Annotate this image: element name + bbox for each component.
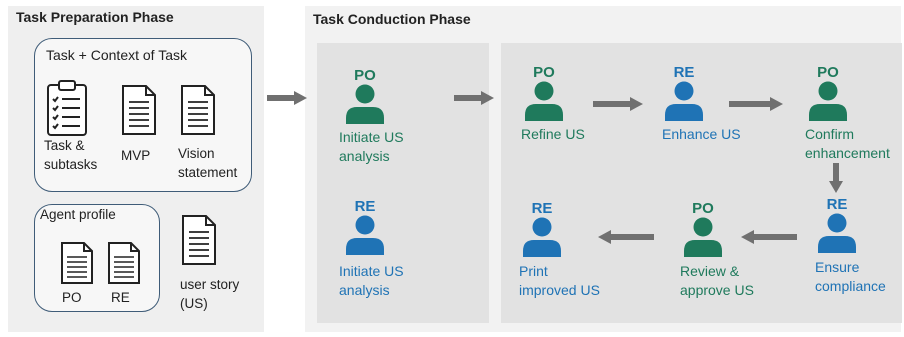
print-label-2: improved US [519,282,600,298]
person-icon [346,215,384,255]
confirm-label-2: enhancement [805,145,890,161]
review-label-1: Review & [680,263,740,279]
user-story-label-2: (US) [180,296,208,311]
vision-label-1: Vision [178,146,215,161]
document-icon [182,215,216,265]
role-re-label: RE [673,64,695,81]
enhance-us-label: Enhance US [662,126,741,142]
prep-phase-title: Task Preparation Phase [16,9,174,25]
role-re-label: RE [531,200,553,217]
document-icon [61,242,93,284]
person-icon [818,213,856,253]
document-icon [122,85,156,135]
person-icon [525,81,563,121]
person-icon [523,217,561,257]
print-label-1: Print [519,263,548,279]
agent-re-label: RE [111,290,130,305]
initiate-re-label-1: Initiate US [339,263,404,279]
conduction-phase-title: Task Conduction Phase [313,11,471,27]
clipboard-icon [47,80,87,136]
person-icon [346,84,384,124]
review-label-2: approve US [680,282,754,298]
mvp-label: MVP [121,148,151,163]
ensure-label-2: compliance [815,278,886,294]
arrow-left-icon [741,230,797,244]
arrow-right-icon [593,97,643,111]
initiate-po-label-1: Initiate US [339,129,404,145]
vision-label-2: statement [178,165,238,180]
document-icon [181,85,215,135]
role-po-label: PO [533,64,555,81]
refine-us-label: Refine US [521,126,585,142]
initiate-re-label-2: analysis [339,282,390,298]
arrow-right-icon [267,91,307,105]
task-subtasks-label-2: subtasks [44,157,98,172]
user-story-label-1: user story [180,277,240,292]
initiate-po-label-2: analysis [339,148,390,164]
role-po-label: PO [354,67,376,84]
arrow-left-icon [598,230,654,244]
person-icon [684,217,722,257]
role-re-label: RE [354,198,376,215]
agent-profile-title: Agent profile [40,207,116,222]
role-po-label: PO [692,200,714,217]
arrow-down-icon [829,163,843,193]
role-po-label: PO [817,64,839,81]
document-icon [108,242,140,284]
task-context-title: Task + Context of Task [46,47,187,63]
ensure-label-1: Ensure [815,259,860,275]
person-icon [809,81,847,121]
agent-po-label: PO [62,290,82,305]
person-icon [665,81,703,121]
task-subtasks-label-1: Task & [44,138,85,153]
role-re-label: RE [826,196,848,213]
confirm-label-1: Confirm [805,126,855,142]
arrow-right-icon [454,91,494,105]
initiation-group [317,43,489,323]
arrow-right-icon [729,97,783,111]
